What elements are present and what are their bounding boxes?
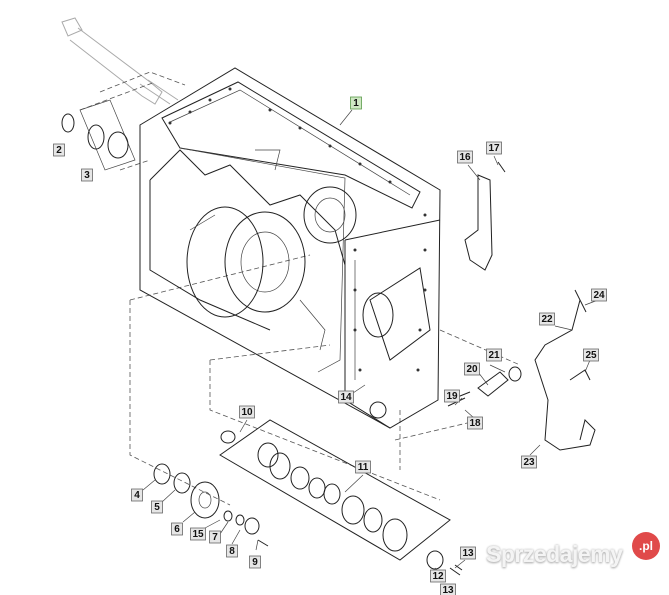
callout-number: 20 — [466, 364, 478, 375]
callout-number: 10 — [241, 407, 253, 418]
callout-24: 24 — [591, 288, 607, 302]
callout-8: 8 — [226, 544, 238, 558]
callout-number: 17 — [488, 143, 500, 154]
callout-18: 18 — [467, 416, 483, 430]
transmission-housing — [139, 67, 441, 429]
bearing-parts-2-3 — [61, 99, 136, 171]
callout-7: 7 — [209, 530, 221, 544]
callout-12: 12 — [430, 569, 446, 583]
callout-number: 24 — [593, 290, 605, 301]
callout-number: 23 — [523, 457, 535, 468]
watermark-badge: .pl — [632, 532, 660, 560]
callout-23: 23 — [521, 455, 537, 469]
callout-3: 3 — [81, 168, 93, 182]
callout-number: 21 — [488, 350, 500, 361]
callout-number: 3 — [84, 170, 90, 181]
callout-14: 14 — [338, 390, 354, 404]
callout-number: 11 — [358, 462, 369, 473]
callout-number: 4 — [134, 490, 140, 501]
callout-22: 22 — [539, 312, 555, 326]
callout-10: 10 — [239, 405, 255, 419]
callout-4: 4 — [131, 488, 143, 502]
callout-number: 7 — [212, 532, 218, 543]
callout-21: 21 — [486, 348, 502, 362]
callout-number: 13 — [442, 585, 454, 595]
callout-number: 5 — [154, 502, 160, 513]
callout-labels: 1234567891011121313141516171819202122232… — [53, 96, 607, 595]
callout-number: 14 — [340, 392, 352, 403]
callout-17: 17 — [486, 141, 502, 155]
callout-number: 13 — [462, 548, 474, 559]
callout-11: 11 — [355, 460, 371, 474]
callout-number: 16 — [459, 152, 471, 163]
callout-20: 20 — [464, 362, 480, 376]
watermark-text: Sprzedajemy — [486, 541, 623, 567]
input-shaft — [61, 17, 179, 105]
callout-number: 22 — [541, 314, 553, 325]
callout-16: 16 — [457, 150, 473, 164]
callout-1: 1 — [350, 96, 362, 110]
callout-13: 13 — [460, 546, 476, 560]
callout-number: 6 — [174, 524, 180, 535]
callout-number: 18 — [469, 418, 481, 429]
callout-5: 5 — [151, 500, 163, 514]
callout-number: 12 — [432, 571, 444, 582]
lower-gear-assembly — [153, 419, 463, 576]
callout-number: 1 — [353, 98, 359, 109]
callout-number: 19 — [446, 391, 458, 402]
callout-13: 13 — [440, 583, 456, 595]
callout-25: 25 — [583, 348, 599, 362]
callout-6: 6 — [171, 522, 183, 536]
callout-2: 2 — [53, 143, 65, 157]
callout-number: 25 — [585, 350, 597, 361]
callout-number: 8 — [229, 546, 235, 557]
side-parts — [447, 161, 596, 451]
callout-number: 9 — [252, 557, 258, 568]
callout-number: 2 — [56, 145, 62, 156]
callout-9: 9 — [249, 555, 261, 569]
callout-19: 19 — [444, 389, 460, 403]
callout-15: 15 — [190, 527, 206, 541]
callout-number: 15 — [192, 529, 204, 540]
